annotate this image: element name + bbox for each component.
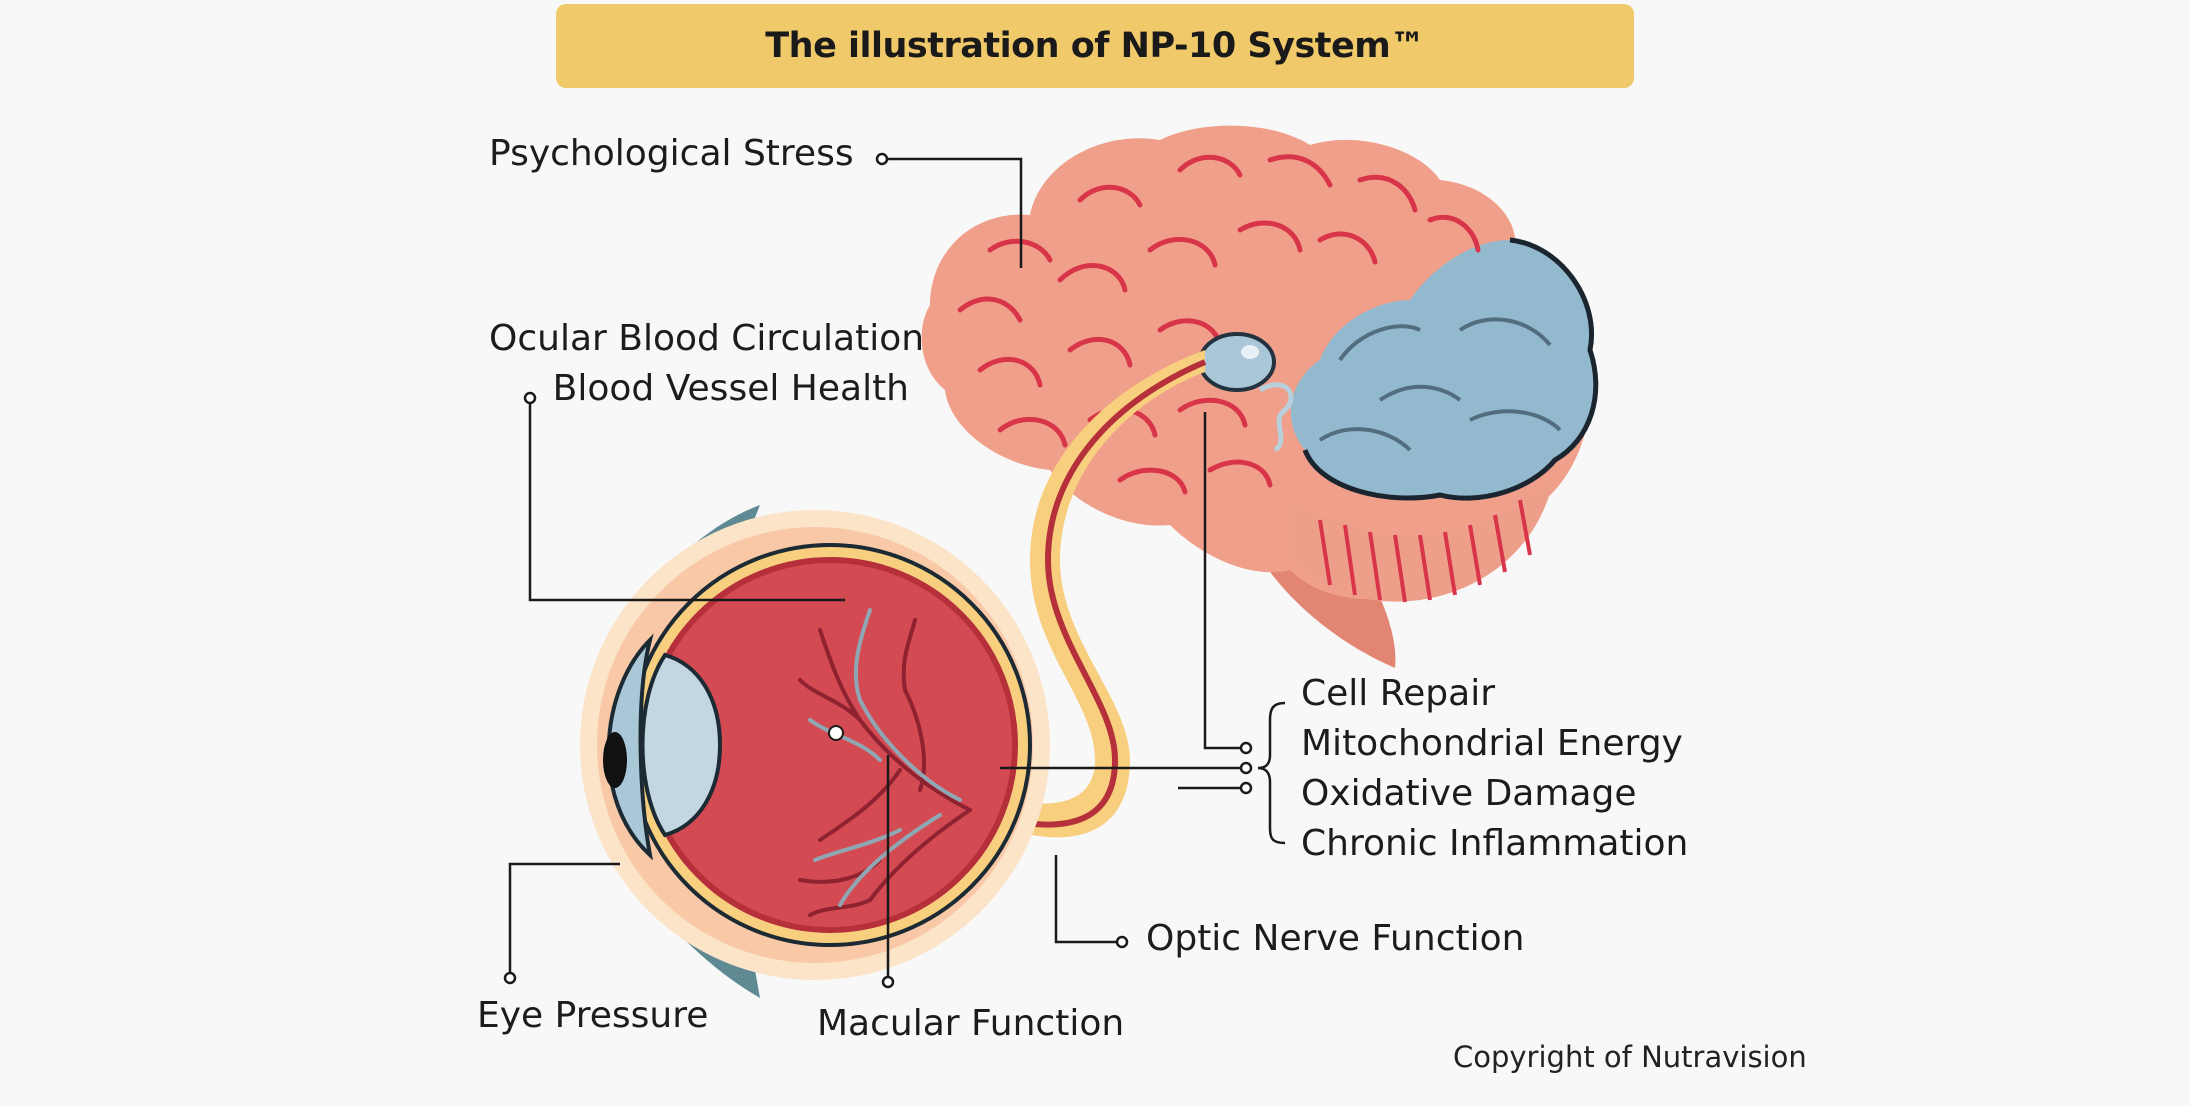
label-blood-vessel-health: Blood Vessel Health [552, 368, 909, 409]
brain-illustration [921, 125, 1599, 668]
label-optic-nerve-function: Optic Nerve Function [1146, 918, 1525, 959]
leader-endpoints [503, 152, 1253, 989]
page-title: The illustration of NP-10 System™ [765, 26, 1425, 66]
copyright-notice: Copyright of Nutravision [1453, 1040, 1807, 1074]
label-macular-function: Macular Function [817, 1003, 1125, 1044]
title-banner: The illustration of NP-10 System™ [556, 4, 1634, 88]
leader-lines [508, 157, 1286, 980]
label-mitochondrial-energy: Mitochondrial Energy [1301, 723, 1683, 764]
label-oxidative-damage: Oxidative Damage [1301, 773, 1637, 814]
label-psychological-stress: Psychological Stress [489, 133, 854, 174]
label-ocular-blood-circulation: Ocular Blood Circulation [489, 318, 925, 359]
eye-illustration [580, 505, 1050, 998]
label-chronic-inflammation: Chronic Inflammation [1301, 823, 1689, 864]
optic-nerve-illustration [993, 350, 1207, 838]
label-eye-pressure: Eye Pressure [477, 995, 709, 1036]
label-cell-repair: Cell Repair [1301, 673, 1495, 714]
